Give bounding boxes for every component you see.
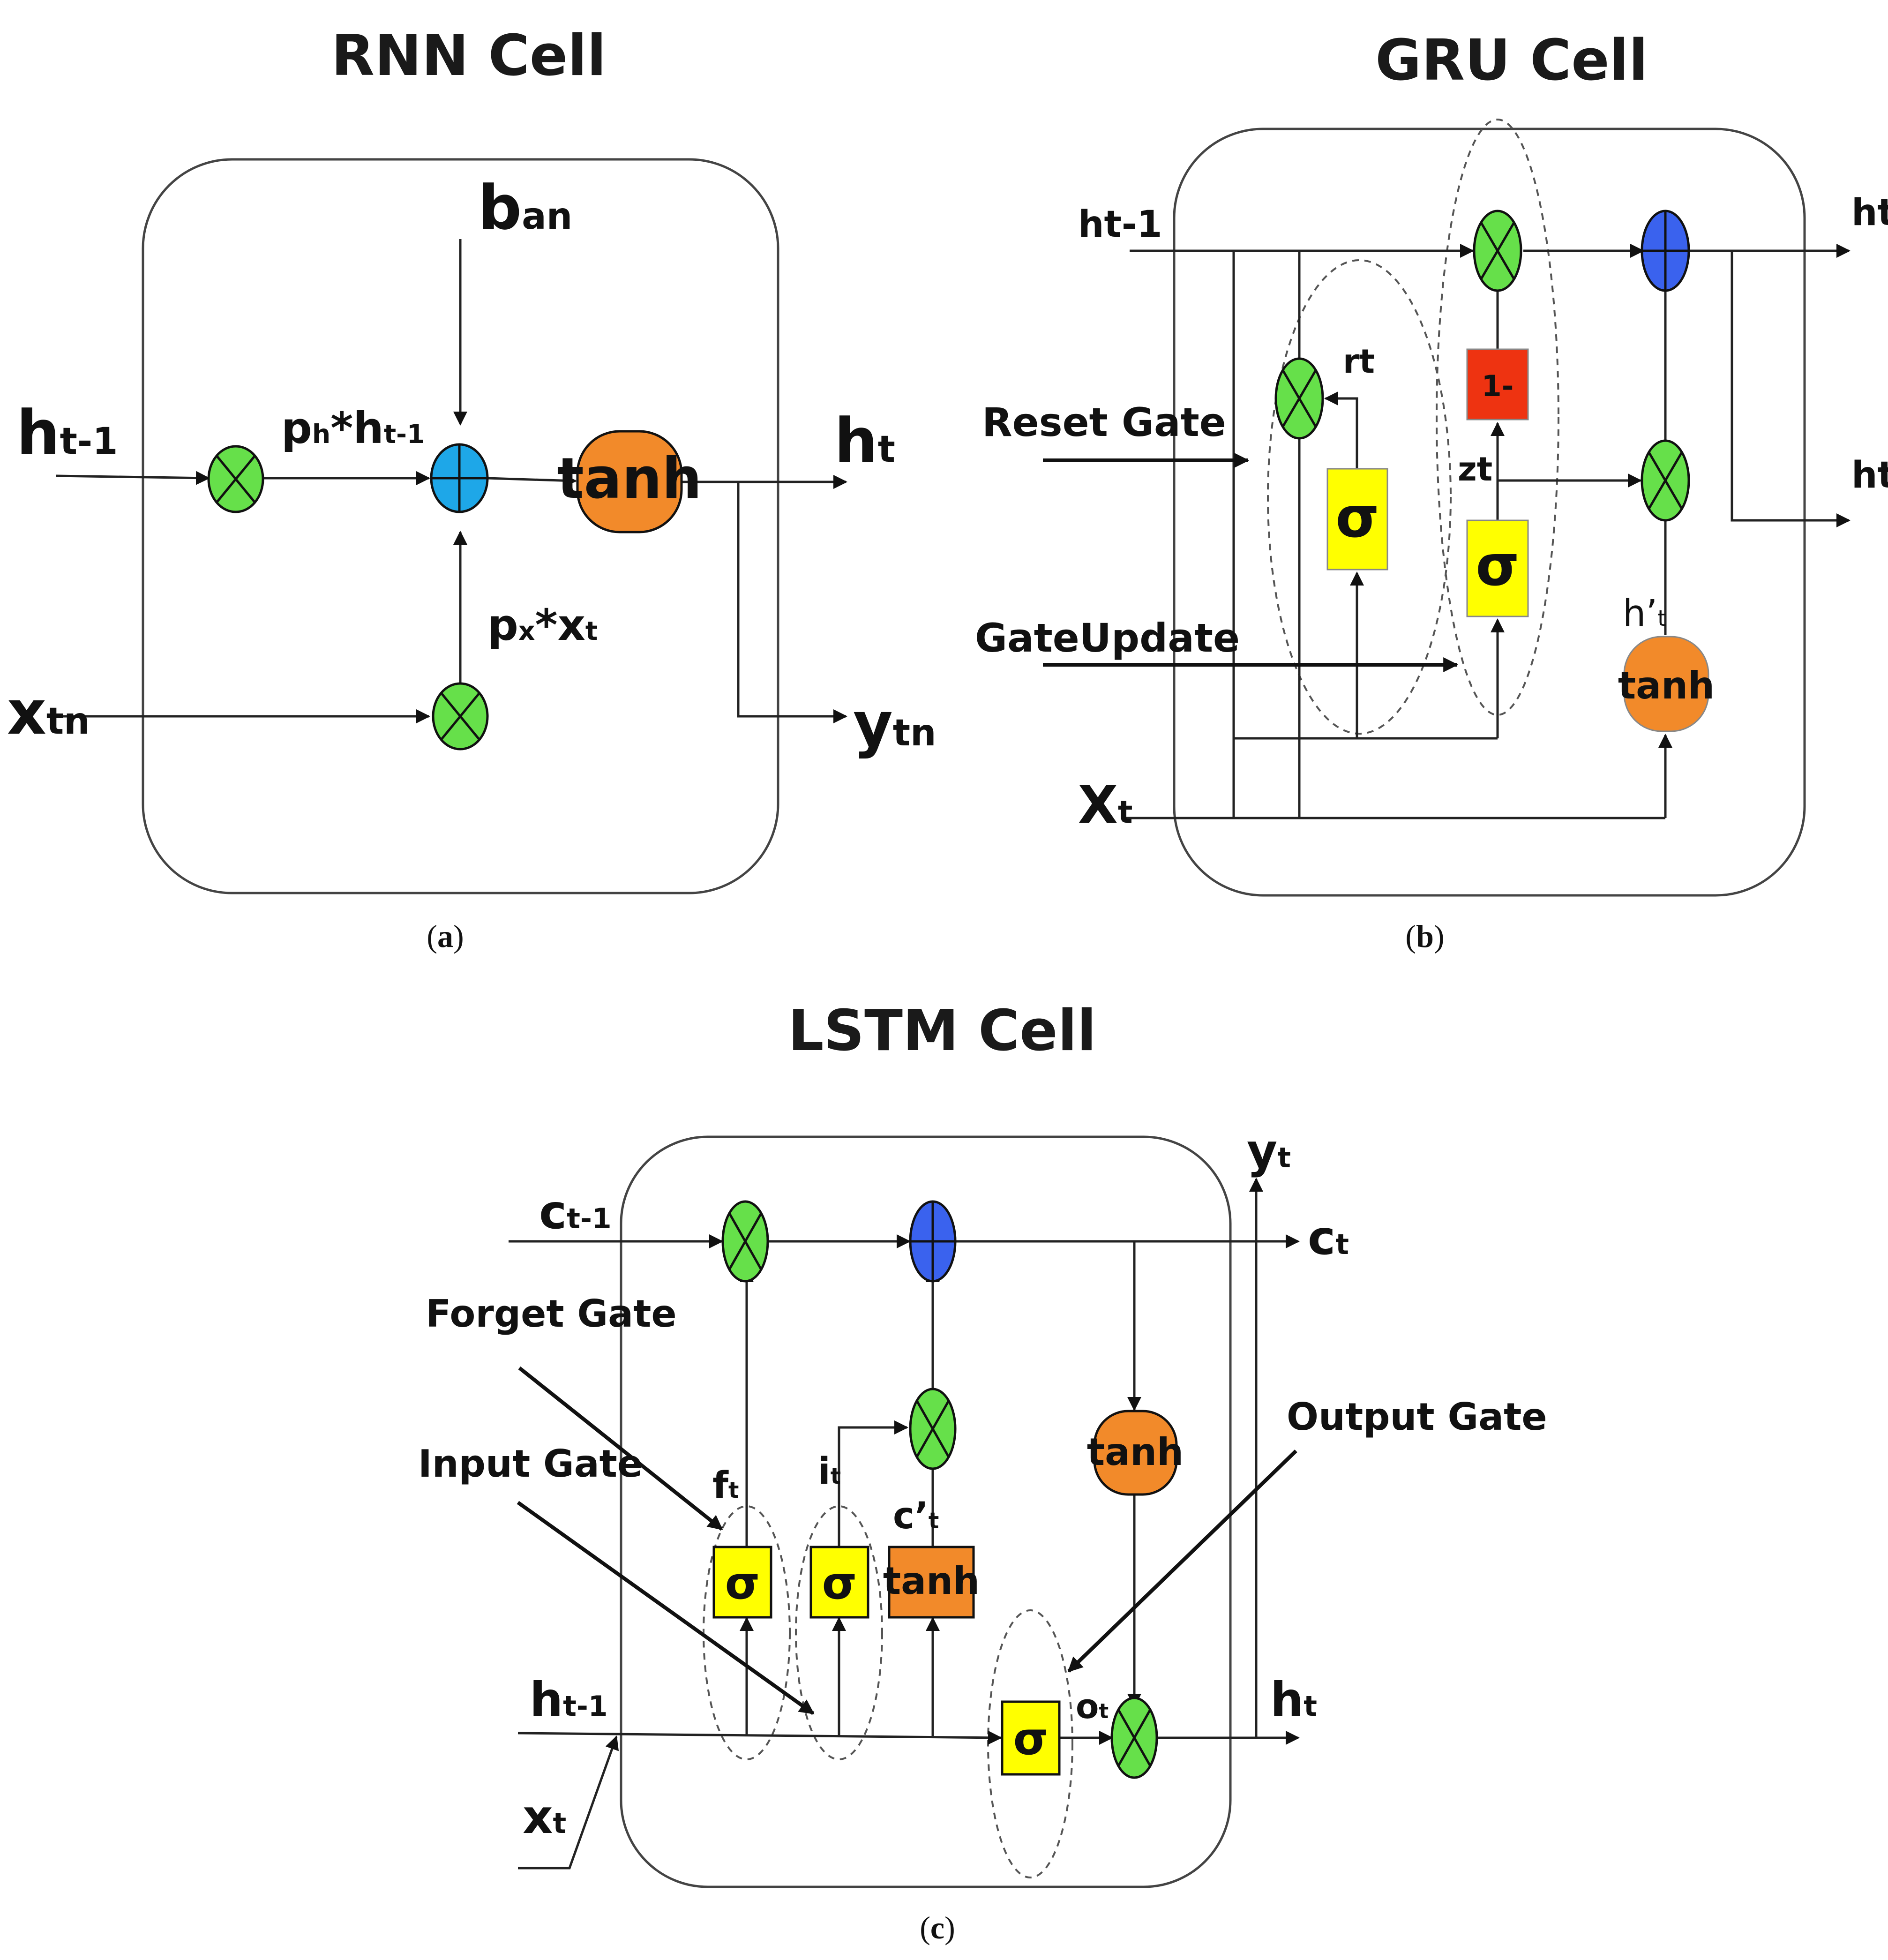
gru-label-h-prev: ht-1 [1078, 203, 1162, 246]
lstm-label-forget-gate: Forget Gate [426, 1292, 677, 1336]
gru-wire-reset-sigma-out [1324, 391, 1358, 469]
gru-one-minus-box: 1- [1466, 348, 1529, 421]
lstm-title: LSTM Cell [788, 999, 1096, 1064]
lstm-label-ot: ot [1076, 1687, 1109, 1726]
rnn-wire-h-in [56, 471, 210, 485]
lstm-label-ft: ft [712, 1464, 739, 1507]
svg-text:σ: σ [1013, 1712, 1049, 1765]
lstm-label-c-prev: ct-1 [539, 1185, 612, 1239]
rnn-wire-add-tanh [487, 473, 577, 488]
rnn-wire-y-out [737, 482, 847, 723]
gru-reset-multiply-node [1274, 357, 1324, 440]
svg-text:σ: σ [1335, 485, 1379, 550]
gru-tanh-node: tanh [1618, 636, 1715, 732]
svg-text:σ: σ [1476, 533, 1519, 599]
lstm-wire-x-in [518, 1735, 619, 1870]
lstm-label-c-out: ct [1308, 1210, 1349, 1265]
svg-text:tanh: tanh [1087, 1430, 1184, 1474]
rnn-label-px: px*xt [487, 600, 598, 650]
gru-label-rt: rt [1343, 342, 1375, 381]
rnn-cell-frame [142, 158, 779, 894]
lstm-forget-multiply-node [721, 1200, 769, 1283]
gru-cell-frame [1173, 128, 1806, 897]
svg-text:σ: σ [822, 1557, 857, 1609]
gru-label-h-out-2: ht [1851, 454, 1888, 496]
gru-label-reset-gate: Reset Gate [982, 399, 1226, 445]
lstm-output-sigma-box: σ [1001, 1700, 1061, 1776]
rnn-label-b: ban [478, 172, 572, 243]
rnn-label-h-out: ht [834, 405, 895, 476]
svg-text:tanh: tanh [1618, 664, 1715, 707]
rnn-label-x: xtn [7, 677, 90, 748]
lstm-wire-forget-gate [518, 1366, 723, 1531]
lstm-label-c-candidate: c’t [893, 1495, 939, 1537]
rnn-label-y-out: ytn [853, 689, 937, 760]
lstm-input-multiply-node [909, 1388, 957, 1470]
lstm-candidate-tanh-box: tanh [883, 1546, 980, 1619]
gru-label-h-candidate: h’t [1623, 593, 1666, 635]
lstm-wire-input-sigma-out [838, 1420, 908, 1547]
gru-caption: (b) [1405, 918, 1444, 954]
gru-add-node [1641, 210, 1690, 292]
lstm-label-h-out: ht [1270, 1672, 1317, 1727]
gru-update-sigma-box: σ [1466, 519, 1529, 617]
svg-text:1-: 1- [1482, 369, 1514, 403]
panel-gru: GRU Cell σ [975, 28, 1888, 954]
rnn-label-ph: ph*ht-1 [281, 403, 425, 453]
panel-rnn: RNN Cell tanh ht- [7, 23, 937, 954]
lstm-label-input-gate: Input Gate [418, 1442, 643, 1486]
gru-reset-sigma-box: σ [1326, 468, 1388, 571]
lstm-wire-input-gate [517, 1501, 815, 1715]
gru-label-gate-update: GateUpdate [975, 615, 1240, 661]
gru-wire-h-out-2 [1731, 251, 1851, 527]
gru-candidate-multiply-node [1641, 439, 1690, 522]
gru-update-gate-region [1436, 119, 1559, 716]
gru-label-zt: zt [1458, 450, 1492, 488]
rnn-add-node [430, 443, 489, 513]
rnn-multiply-node-x [432, 682, 489, 751]
svg-text:tanh: tanh [557, 446, 702, 511]
rnn-tanh-node: tanh [557, 430, 702, 533]
lstm-label-y-out: yt [1247, 1124, 1291, 1179]
lstm-cell-frame [620, 1135, 1232, 1888]
gru-label-h-out-1: ht [1851, 192, 1888, 234]
rnn-caption: (a) [427, 918, 464, 954]
lstm-label-output-gate: Output Gate [1287, 1395, 1547, 1439]
gru-label-x: Xt [1078, 775, 1132, 835]
panel-lstm: LSTM Cell [418, 999, 1547, 1945]
lstm-add-node [909, 1200, 957, 1283]
lstm-forget-sigma-box: σ [712, 1546, 772, 1619]
lstm-label-it: it [818, 1450, 841, 1493]
lstm-wire-h-prev [517, 1730, 1002, 1745]
svg-text:σ: σ [725, 1557, 760, 1609]
lstm-input-gate-region [795, 1505, 883, 1760]
lstm-cell-tanh-node: tanh [1087, 1410, 1184, 1496]
gru-update-multiply-node [1473, 210, 1522, 292]
lstm-input-sigma-box: σ [809, 1546, 869, 1619]
rnn-multiply-node-h [207, 445, 264, 513]
lstm-output-multiply-node [1110, 1697, 1158, 1779]
gru-reset-gate-region [1267, 259, 1452, 735]
lstm-label-h-prev: ht-1 [530, 1672, 608, 1727]
svg-text:tanh: tanh [883, 1559, 980, 1603]
gru-title: GRU Cell [1375, 28, 1648, 93]
rnn-label-h-prev: ht-1 [16, 397, 118, 468]
lstm-caption: (c) [920, 1910, 955, 1945]
rnn-title: RNN Cell [331, 23, 607, 89]
lstm-wire-output-gate [1067, 1449, 1297, 1673]
lstm-label-x: xt [523, 1789, 566, 1844]
